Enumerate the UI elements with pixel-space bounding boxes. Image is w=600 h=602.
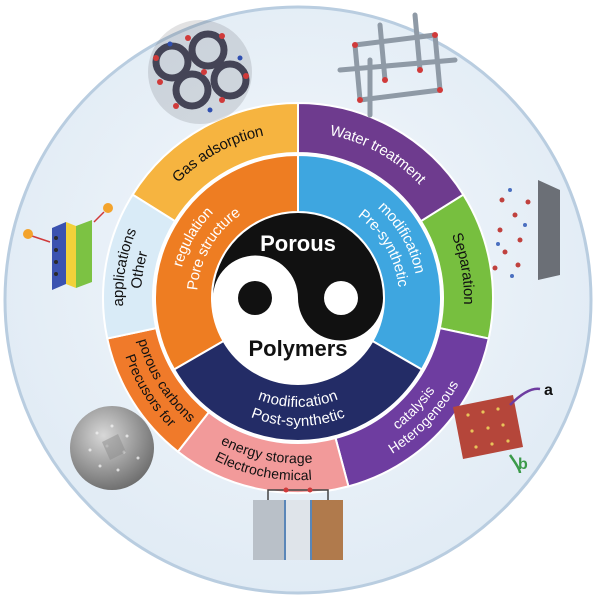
battery-cell-icon — [253, 487, 343, 560]
cubic-framework-icon — [337, 12, 458, 118]
center-bottom-word: Polymers — [248, 336, 347, 361]
device-layers-icon — [23, 203, 113, 290]
catalysis-label-a: a — [544, 382, 553, 399]
catalyst-sheet-icon: a b — [453, 382, 553, 474]
membrane-separation-icon — [492, 180, 560, 280]
yang-dot — [324, 281, 358, 315]
porous-framework-icon — [148, 20, 252, 124]
segment-label-other-applications: Other — [128, 249, 151, 289]
catalysis-label-b: b — [518, 456, 528, 473]
porous-sphere-icon — [70, 406, 154, 490]
yin-yang-symbol: Porous Polymers — [211, 211, 385, 385]
yin-dot — [238, 281, 272, 315]
segment-other-applications — [102, 193, 177, 340]
center-top-word: Porous — [260, 231, 336, 256]
